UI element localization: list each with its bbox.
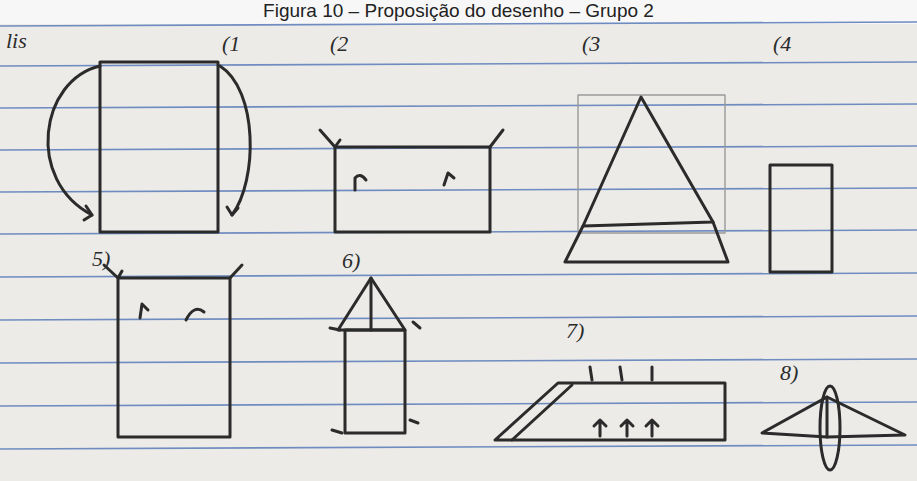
rectangle-sketch	[118, 278, 230, 437]
ruled-lines	[0, 22, 917, 449]
callout-number: (2	[330, 33, 348, 55]
caption-band	[0, 0, 917, 24]
handwritten-name: lis	[6, 30, 27, 52]
drawings	[48, 62, 905, 470]
cone-sketch	[762, 397, 827, 437]
triangle-sketch	[583, 97, 713, 226]
callout-number: (1	[222, 33, 240, 55]
callout-number: 8)	[780, 362, 798, 384]
callout-number: (3	[582, 33, 600, 55]
callout-number: (4	[773, 33, 791, 55]
callout-number: 5)	[92, 248, 110, 270]
parallelogram-sketch	[495, 383, 725, 440]
rectangle-sketch	[335, 147, 490, 232]
square-sketch	[100, 62, 218, 232]
callout-number: 7)	[566, 320, 584, 342]
arc-arrow	[220, 66, 250, 215]
rectangle-sketch	[770, 165, 832, 272]
roof-sketch	[338, 278, 405, 330]
figure-caption: Figura 10 – Proposição do desenho – Grup…	[0, 1, 917, 22]
callout-number: 6)	[342, 250, 360, 272]
arc-arrow	[48, 66, 100, 215]
